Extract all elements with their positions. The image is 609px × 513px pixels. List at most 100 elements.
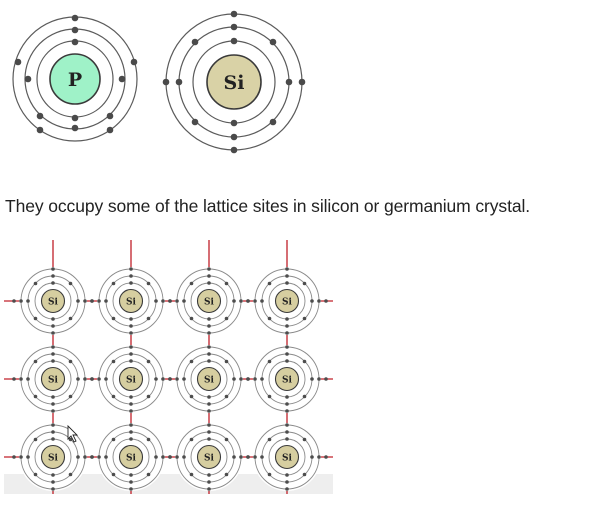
electron xyxy=(33,437,38,442)
electron xyxy=(269,118,277,126)
electron xyxy=(269,38,277,46)
electron xyxy=(104,377,108,381)
electron xyxy=(207,359,211,363)
electron xyxy=(285,267,289,271)
electron xyxy=(129,352,133,356)
electron xyxy=(207,423,211,427)
electron xyxy=(129,437,133,441)
electron xyxy=(224,437,229,442)
electron xyxy=(51,437,55,441)
electron xyxy=(267,281,272,286)
electron xyxy=(191,118,199,126)
electron xyxy=(111,437,116,442)
electron xyxy=(302,316,307,321)
si-label: Si xyxy=(204,454,214,464)
electron xyxy=(260,377,264,381)
electron xyxy=(106,126,114,134)
electron xyxy=(129,430,133,434)
electron xyxy=(175,377,179,381)
electron xyxy=(285,473,289,477)
phosphorus-symbol: P xyxy=(68,69,82,91)
lattice-atom-si: Si xyxy=(12,267,94,335)
electron xyxy=(129,267,133,271)
electron xyxy=(285,423,289,427)
electron xyxy=(175,299,179,303)
electron xyxy=(51,267,55,271)
electron xyxy=(51,352,55,356)
electron xyxy=(267,437,272,442)
electron xyxy=(111,281,116,286)
electron xyxy=(232,299,236,303)
electron xyxy=(154,455,158,459)
si-label: Si xyxy=(48,376,58,386)
atom-models-svg: P Si xyxy=(12,10,306,154)
electron xyxy=(111,359,116,364)
electron xyxy=(68,316,73,321)
electron xyxy=(224,359,229,364)
electron xyxy=(267,359,272,364)
si-nucleus xyxy=(274,288,300,314)
electron xyxy=(230,146,238,154)
electron xyxy=(97,299,101,303)
electron xyxy=(146,472,151,477)
electron xyxy=(71,38,79,46)
electron xyxy=(239,299,243,303)
electron xyxy=(232,455,236,459)
electron xyxy=(51,324,55,328)
electron xyxy=(285,331,289,335)
electron xyxy=(285,409,289,413)
lattice-atom-si: Si xyxy=(90,345,172,413)
electron xyxy=(146,394,151,399)
electron xyxy=(207,480,211,484)
electron xyxy=(260,299,264,303)
si-label: Si xyxy=(48,298,58,308)
electron xyxy=(285,480,289,484)
electron xyxy=(111,316,116,321)
electron xyxy=(129,423,133,427)
electron xyxy=(19,299,23,303)
si-nucleus xyxy=(196,288,222,314)
electron xyxy=(285,402,289,406)
electron xyxy=(104,455,108,459)
electron xyxy=(189,316,194,321)
electron xyxy=(71,26,79,34)
electron xyxy=(97,455,101,459)
electron xyxy=(302,472,307,477)
electron xyxy=(106,112,114,120)
electron xyxy=(19,455,23,459)
atom-models-figure: P Si xyxy=(0,0,312,168)
electron xyxy=(285,359,289,363)
electron xyxy=(317,299,321,303)
electron xyxy=(317,455,321,459)
electron xyxy=(33,359,38,364)
phosphorus-nucleus xyxy=(49,53,101,105)
electron xyxy=(285,487,289,491)
electron xyxy=(267,472,272,477)
electron xyxy=(129,487,133,491)
electron xyxy=(310,299,314,303)
electron xyxy=(68,437,73,442)
electron xyxy=(51,359,55,363)
si-nucleus xyxy=(118,366,144,392)
electron xyxy=(161,377,165,381)
electron xyxy=(51,281,55,285)
lattice-atom-si: Si xyxy=(168,423,250,491)
silicon-symbol: Si xyxy=(224,72,245,94)
electron xyxy=(207,317,211,321)
electron xyxy=(33,316,38,321)
electron xyxy=(19,377,23,381)
electron xyxy=(129,317,133,321)
electron xyxy=(129,324,133,328)
lattice-atom-si: Si xyxy=(90,267,172,335)
lattice-atom-si: Si xyxy=(168,345,250,413)
electron xyxy=(230,37,238,45)
electron xyxy=(51,409,55,413)
electron xyxy=(207,437,211,441)
electron xyxy=(51,395,55,399)
electron xyxy=(230,133,238,141)
si-label: Si xyxy=(126,454,136,464)
si-label: Si xyxy=(204,298,214,308)
electron xyxy=(26,455,30,459)
